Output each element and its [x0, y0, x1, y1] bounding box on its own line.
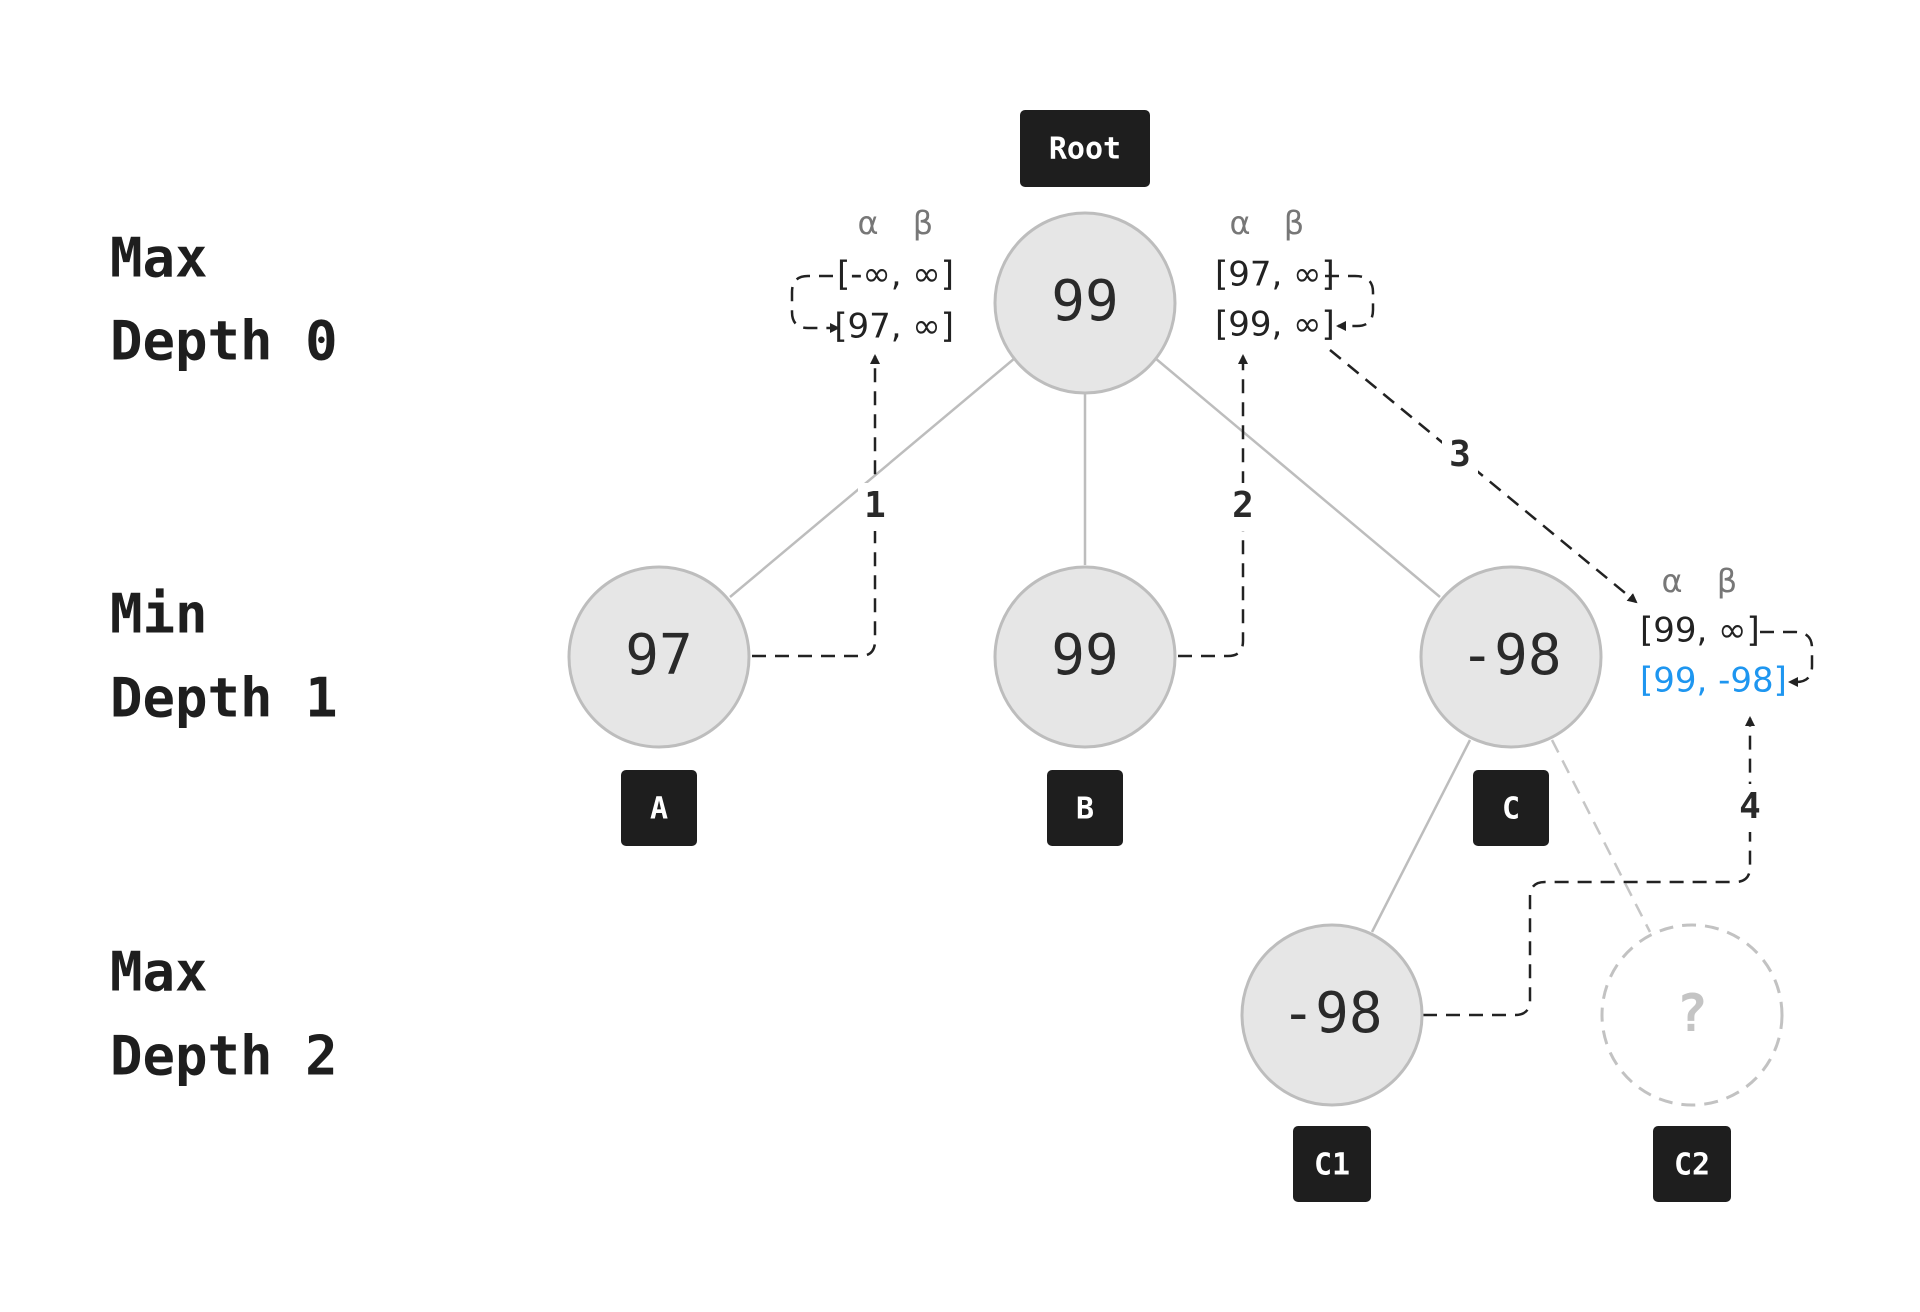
- window-right-after: [99, ∞]: [1215, 305, 1335, 345]
- tag-root-label: Root: [1049, 132, 1121, 167]
- window-left-after: [97, ∞]: [834, 307, 954, 347]
- step-3-halo: [1442, 432, 1478, 480]
- flow-arrow-2: [1178, 354, 1248, 658]
- tag-b: [1047, 770, 1123, 846]
- node-c1-value: -98: [1281, 981, 1382, 1046]
- step-1-halo: [858, 483, 892, 531]
- edge-c-c2-pruned: [1550, 739, 1652, 933]
- window-loop-right: [1325, 274, 1375, 331]
- node-c-value: -98: [1460, 623, 1561, 688]
- level-1-depth: Depth 1: [110, 667, 338, 730]
- alpha-label-left: α: [857, 204, 878, 242]
- tag-c: [1473, 770, 1549, 846]
- node-b-value: 99: [1051, 623, 1118, 688]
- flow-arrow-4: [1423, 716, 1755, 1017]
- flow-arrow-1: [752, 354, 880, 658]
- step-4-halo: [1733, 784, 1767, 832]
- tag-c2: [1653, 1126, 1731, 1202]
- window-c-before: [99, ∞]: [1640, 611, 1760, 651]
- node-b: [993, 565, 1177, 749]
- node-c2-pruned: [1600, 923, 1784, 1107]
- tag-c1: [1293, 1126, 1371, 1202]
- alpha-label-right: α: [1229, 204, 1250, 242]
- node-root-value: 99: [1051, 269, 1118, 334]
- tag-c-label: C: [1502, 792, 1520, 827]
- edge-root-c: [1154, 357, 1441, 598]
- step-3-label: 3: [1449, 434, 1471, 475]
- step-2-label: 2: [1232, 485, 1254, 526]
- tag-a-label: A: [650, 792, 668, 827]
- edge-c-c1: [1370, 739, 1472, 933]
- tag-a: [621, 770, 697, 846]
- flow-arrow-3: [1329, 349, 1638, 604]
- node-c: [1419, 565, 1603, 749]
- node-c2-value: ?: [1676, 984, 1707, 1044]
- node-root: [993, 211, 1177, 395]
- level-2-depth: Depth 2: [110, 1025, 338, 1088]
- window-c-after: [99, -98]: [1640, 661, 1787, 701]
- alpha-label-c: α: [1661, 562, 1682, 600]
- step-1-label: 1: [864, 485, 886, 526]
- beta-label-right: β: [1284, 204, 1304, 242]
- beta-label-left: β: [913, 204, 933, 242]
- step-2-halo: [1226, 483, 1260, 531]
- node-c1: [1240, 923, 1424, 1107]
- node-a-value: 97: [625, 623, 692, 688]
- tag-c1-label: C1: [1314, 1148, 1350, 1183]
- window-loop-left: [790, 274, 840, 333]
- level-2-kind: Max: [110, 941, 208, 1004]
- tag-c2-label: C2: [1674, 1148, 1710, 1183]
- edge-root-a: [729, 357, 1016, 598]
- step-4-label: 4: [1739, 786, 1761, 827]
- level-0-depth: Depth 0: [110, 310, 338, 373]
- window-right-before: [97, ∞]: [1215, 255, 1335, 295]
- tag-b-label: B: [1076, 792, 1094, 827]
- tag-root: [1020, 110, 1150, 187]
- node-a: [567, 565, 751, 749]
- beta-label-c: β: [1717, 562, 1737, 600]
- level-0-kind: Max: [110, 227, 208, 290]
- level-1-kind: Min: [110, 583, 208, 646]
- window-left-before: [-∞, ∞]: [837, 255, 954, 295]
- window-loop-c: [1760, 630, 1814, 687]
